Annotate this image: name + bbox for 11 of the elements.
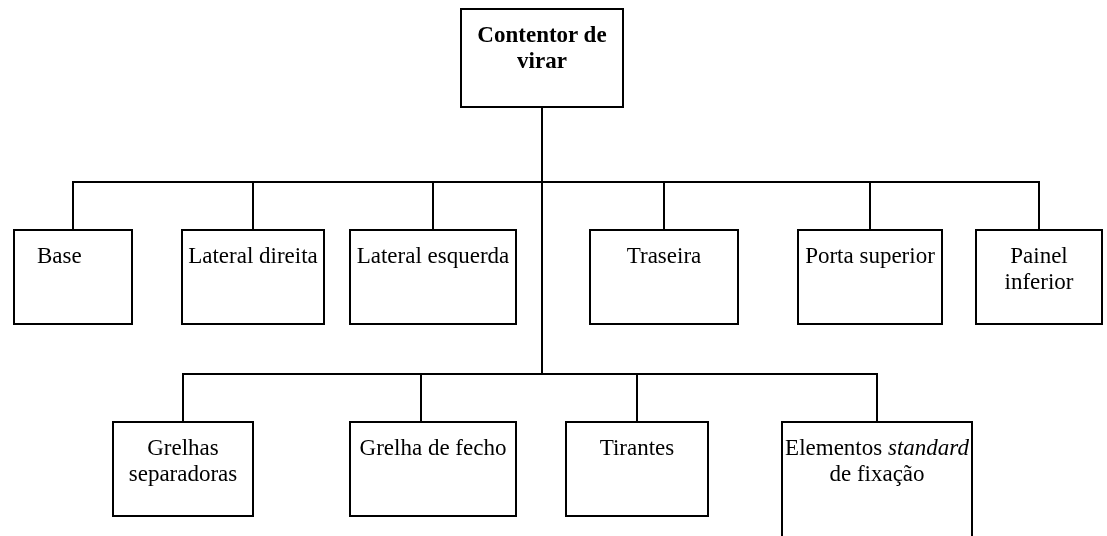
component-box: Tirantes <box>565 421 709 517</box>
component-box: Elementos standard de fixação <box>781 421 973 536</box>
component-box: Porta superior <box>797 229 943 325</box>
component-box: Base <box>13 229 133 325</box>
root-box: Contentor de virar <box>460 8 624 108</box>
component-box: Lateral direita <box>181 229 325 325</box>
component-box: Traseira <box>589 229 739 325</box>
component-box: Painel inferior <box>975 229 1103 325</box>
component-box: Lateral esquerda <box>349 229 517 325</box>
component-box: Grelha de fecho <box>349 421 517 517</box>
component-box: Grelhas separadoras <box>112 421 254 517</box>
